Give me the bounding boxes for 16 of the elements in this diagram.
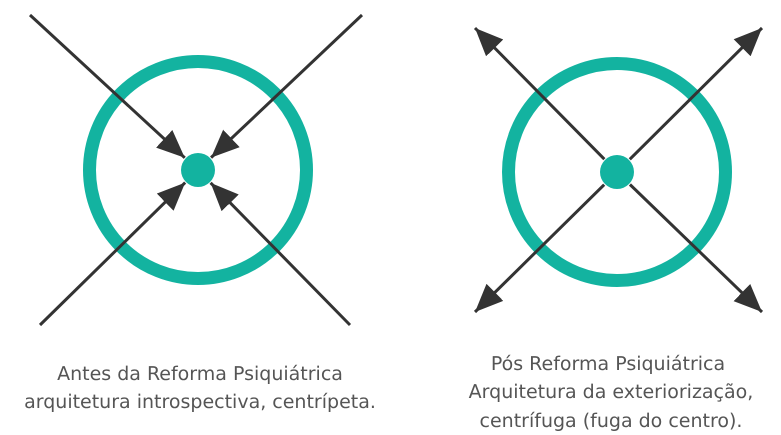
center-dot	[181, 153, 215, 187]
ring	[502, 57, 732, 287]
caption: Arquitetura da exteriorização, centrífuga (fuga do centro).	[468, 380, 754, 434]
arrow	[210, 14, 364, 159]
arrow	[628, 183, 764, 314]
arrow	[28, 14, 186, 159]
arrow	[38, 182, 186, 326]
center-dot	[600, 155, 634, 189]
ring	[83, 55, 313, 285]
arrow	[210, 182, 352, 326]
caption: Antes da Reforma Psiquiátrica	[56, 362, 344, 387]
arrow	[628, 26, 764, 160]
arrow	[474, 184, 606, 314]
caption: arquitetura introspectiva, centrípeta.	[23, 390, 377, 415]
caption: Pós Reforma Psiquiátrica	[490, 352, 726, 377]
arrow	[474, 26, 606, 160]
